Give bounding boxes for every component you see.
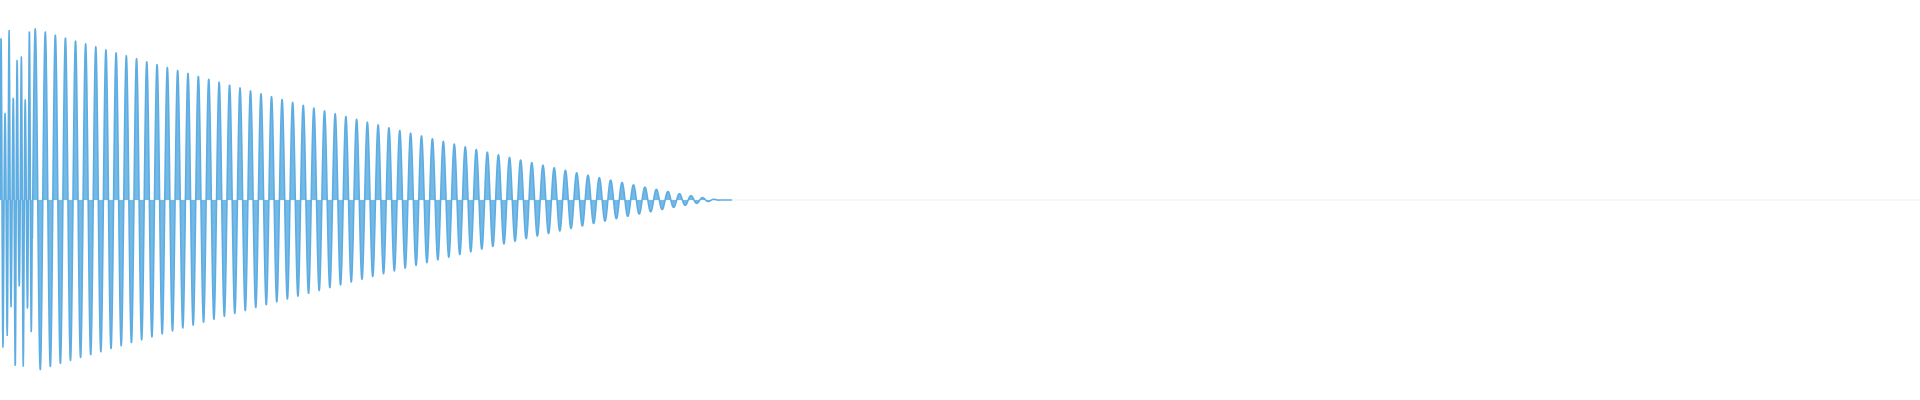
waveform-trace [0,28,732,371]
waveform-fill [0,28,732,370]
